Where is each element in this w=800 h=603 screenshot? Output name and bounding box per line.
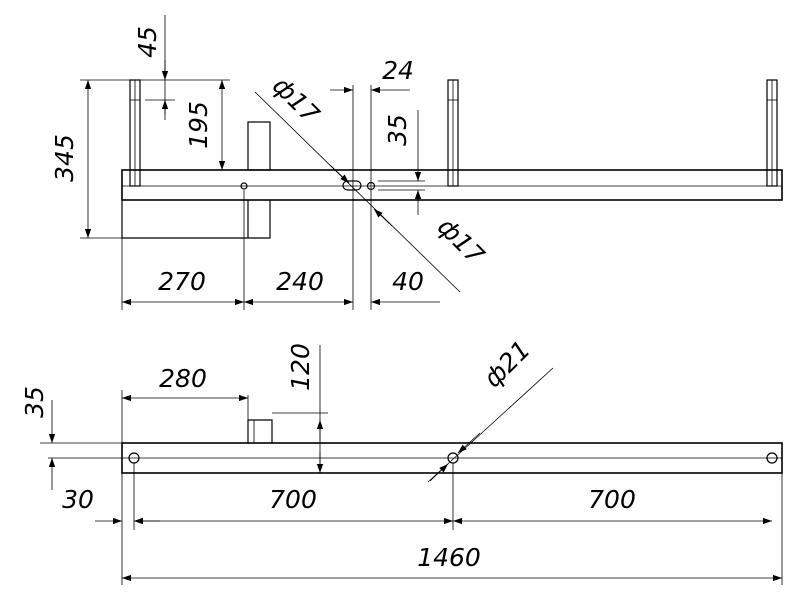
phi17-leader [254, 91, 461, 293]
dim-120-label: 120 [286, 343, 315, 391]
top-post-middle [447, 79, 459, 187]
dim-35-front-label: 35 [20, 386, 49, 418]
top-post-right [766, 79, 778, 187]
dim-195-label: 195 [184, 101, 213, 149]
dim-1460-label: 1460 [417, 543, 481, 572]
top-beam [121, 169, 783, 201]
dim-30-label: 30 [62, 485, 94, 514]
dim-345-label: 345 [50, 134, 79, 182]
dim-40-label: 40 [392, 267, 424, 296]
phi21-label: ф21 [478, 335, 536, 393]
dim-270-label: 270 [158, 267, 206, 296]
top-extension-lines [80, 79, 425, 310]
dim-700-left-label: 700 [269, 485, 317, 514]
phi17-upper-label: ф17 [267, 71, 325, 129]
phi17-lower-label: ф17 [432, 212, 490, 270]
top-center-hole [240, 182, 248, 190]
dim-24-label: 24 [382, 56, 414, 85]
top-plate [247, 121, 271, 171]
dim-35-top-label: 35 [383, 114, 412, 146]
front-hole-right [766, 452, 778, 464]
dim-700-right-label: 700 [588, 485, 636, 514]
dim-45-label: 45 [133, 26, 162, 58]
phi21-leader [427, 367, 554, 483]
front-extension-lines [40, 390, 783, 585]
top-view: 345 45 195 ф17 ф17 24 35 270 240 40 [50, 15, 783, 310]
top-slot [342, 180, 362, 191]
front-plate [247, 419, 273, 443]
dim-280-label: 280 [159, 364, 207, 393]
dim-240-label: 240 [276, 267, 324, 296]
front-view: 35 280 120 ф21 30 700 700 1460 [20, 335, 783, 585]
